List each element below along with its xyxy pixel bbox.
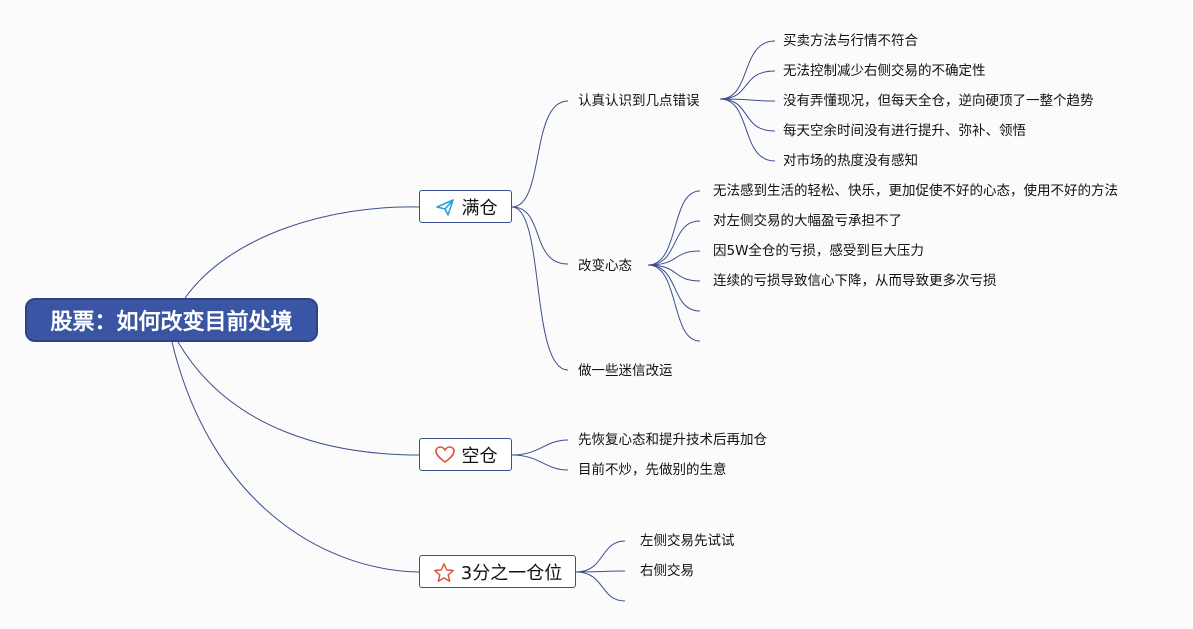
connector-third-leaf-3 [575,571,626,602]
subtopic-superstition[interactable]: 做一些迷信改运 [578,363,673,379]
connector-full-to-mindset [511,206,569,265]
leaf-topic[interactable]: 目前不炒，先做别的生意 [578,462,727,478]
connector-empty-leaf-1 [511,439,569,456]
connector-mistakes-leaf-3 [719,98,776,102]
connector-root-to-third [171,341,420,573]
leaf-topic[interactable]: 买卖方法与行情不符合 [783,33,918,49]
connector-root-to-full [184,206,420,299]
connector-full-to-superstition [511,206,569,371]
subtopic-change-mindset[interactable]: 改变心态 [578,258,632,274]
connector-mindset-leaf-1 [647,190,701,266]
connector-root-to-empty [177,341,420,456]
heart-icon [434,444,456,466]
branch-label: 3分之一仓位 [460,562,563,584]
branch-label: 满仓 [461,197,498,219]
leaf-topic[interactable]: 连续的亏损导致信心下降，从而导致更多次亏损 [713,273,997,289]
leaf-topic[interactable]: 右侧交易 [640,563,694,579]
connector-mindset-leaf-4 [647,264,701,282]
branch-one-third-position[interactable]: 3分之一仓位 [419,555,576,588]
root-topic[interactable]: 股票：如何改变目前处境 [25,298,318,342]
connector-mistakes-leaf-1 [719,40,776,100]
leaf-topic[interactable]: 左侧交易先试试 [640,533,735,549]
leaf-topic[interactable]: 每天空余时间没有进行提升、弥补、领悟 [783,123,1026,139]
leaf-topic[interactable]: 对市场的热度没有感知 [783,153,918,169]
leaf-topic[interactable]: 无法感到生活的轻松、快乐，更加促使不好的心态，使用不好的方法 [713,183,1118,199]
branch-full-position[interactable]: 满仓 [419,190,512,223]
connector-mindset-leaf-6 [647,264,701,342]
branch-empty-position[interactable]: 空仓 [419,438,512,471]
leaf-topic[interactable]: 没有弄懂现况，但每天全仓，逆向硬顶了一整个趋势 [783,93,1094,109]
connector-mistakes-leaf-4 [719,98,776,132]
connector-mindset-leaf-3 [647,250,701,266]
connector-third-leaf-1 [575,540,626,573]
leaf-topic[interactable]: 因5W全仓的亏损，感受到巨大压力 [713,243,924,259]
paper-plane-icon [434,196,456,218]
star-icon [433,561,455,583]
connector-full-to-mistakes [511,100,569,208]
subtopic-recognize-mistakes[interactable]: 认真认识到几点错误 [578,93,700,109]
root-topic-label: 股票：如何改变目前处境 [50,310,293,335]
connector-mistakes-leaf-2 [719,70,776,100]
connector-empty-leaf-2 [511,454,569,471]
connector-mistakes-leaf-5 [719,98,776,162]
connector-mindset-leaf-2 [647,220,701,266]
leaf-topic[interactable]: 先恢复心态和提升技术后再加仓 [578,432,767,448]
leaf-topic[interactable]: 对左侧交易的大幅盈亏承担不了 [713,213,902,229]
leaf-topic[interactable]: 无法控制减少右侧交易的不确定性 [783,63,986,79]
connector-mindset-leaf-5 [647,264,701,312]
branch-label: 空仓 [461,445,498,467]
